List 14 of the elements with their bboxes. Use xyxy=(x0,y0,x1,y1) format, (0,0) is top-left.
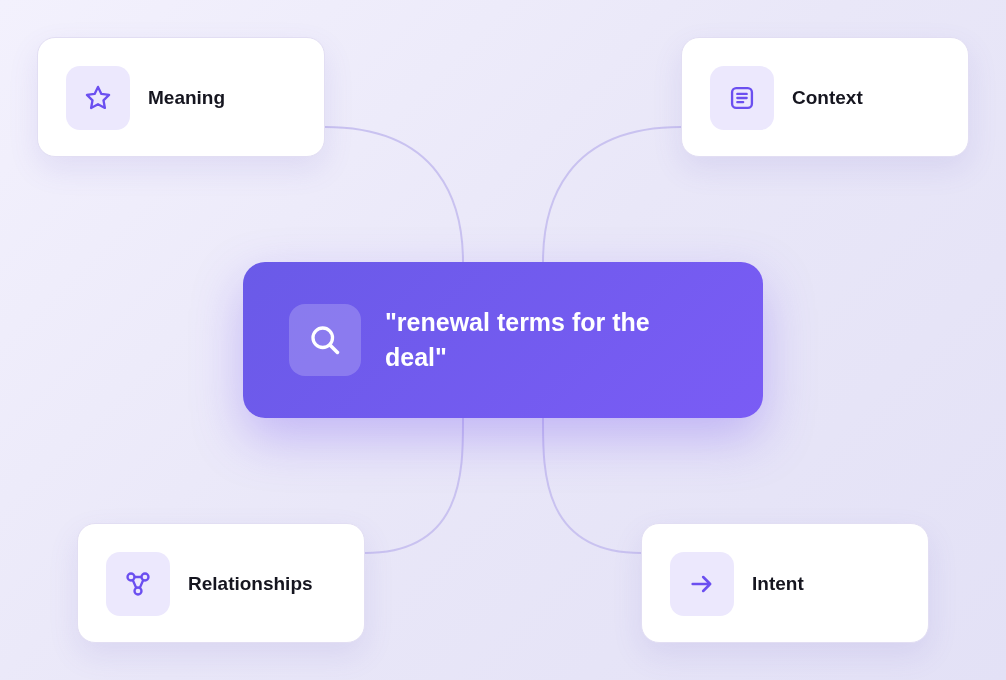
query-text: "renewal terms for the deal" xyxy=(385,307,651,373)
concept-label: Meaning xyxy=(148,87,226,109)
connector-line xyxy=(542,417,642,554)
concept-card xyxy=(77,523,365,643)
concept-card xyxy=(641,523,929,643)
concept-card xyxy=(37,37,325,157)
concept-label: Relationships xyxy=(188,573,313,595)
query-card xyxy=(243,262,763,418)
concept-label: Context xyxy=(792,87,863,109)
connector-line xyxy=(364,417,464,554)
concept-label: Intent xyxy=(752,573,804,595)
connector-line xyxy=(542,126,682,263)
connector-line xyxy=(324,126,464,263)
concept-card xyxy=(681,37,969,157)
